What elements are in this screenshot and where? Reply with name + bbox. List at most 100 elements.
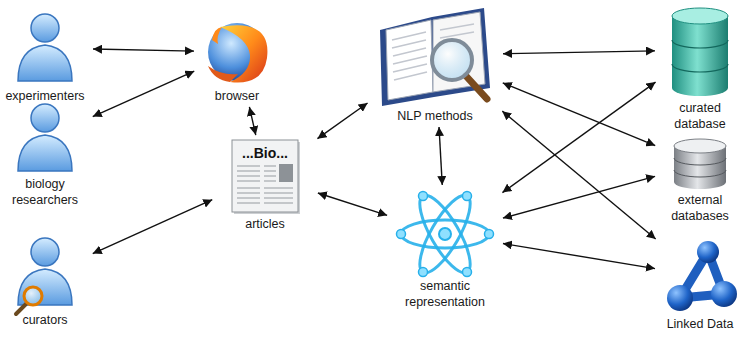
bidirectional-arrow [318,193,387,215]
icon-part [18,104,72,171]
icon-part [466,76,487,99]
representation-node: semantic representation [390,188,500,310]
icon-part [440,32,474,38]
bidirectional-arrow [502,82,655,192]
bidirectional-arrow [93,49,194,51]
icon-part [16,304,26,314]
icon-part [440,24,474,30]
icon-part [212,27,222,44]
icon-part [208,66,238,82]
node-label: Linked Data [658,316,742,332]
icon-part [394,72,427,80]
icon-part [393,48,426,56]
browser-node: browser [197,18,277,104]
icon-part [463,192,472,201]
icon-part [18,14,72,81]
icon-part [393,64,427,72]
icon-part [419,268,428,277]
icon-part [264,165,276,167]
user-node: experimenters [0,8,90,104]
curator-icon [16,238,72,314]
icon-part [237,202,260,204]
bidirectional-arrow [249,107,255,135]
icon-part [220,25,267,82]
icon-part [237,192,260,194]
icon-part [674,139,726,153]
icon-part [392,24,474,80]
icon-part [439,228,451,240]
icon-part [264,175,276,177]
icon-part [401,220,489,248]
icon-part [264,180,276,182]
bidirectional-arrow [317,103,367,139]
icon-part [672,8,728,24]
bidirectional-arrow [503,83,655,146]
icon-part [264,187,293,189]
icon-part [697,241,719,263]
bidirectional-arrow [503,51,655,54]
node-label: curators [0,312,90,328]
icon-part [279,164,293,182]
bidirectional-arrow [503,244,655,269]
icon-part [237,165,260,167]
nlp-book-icon [380,8,490,106]
icon-part [667,285,693,311]
icon-part [380,8,490,106]
database-node: curated database [658,6,742,132]
icon-text: ...Bio... [215,145,315,161]
icon-part [237,187,260,189]
icon-part [411,189,479,279]
method-node: NLP methods [370,4,500,124]
linked-data-node: Linked Data [658,238,742,332]
icon-part [237,175,260,177]
atom-icon [397,189,494,279]
icon-part [264,197,293,199]
icon-part [393,56,427,64]
node-label: external databases [658,192,742,224]
icon-part [674,158,726,177]
article-node: ...Bio... articles [215,138,315,232]
node-label: curated database [658,100,742,132]
bidirectional-arrow [93,200,213,254]
icon-part [264,202,293,204]
icon-part [392,40,426,48]
icon-part [672,40,728,72]
icon-part [386,20,433,100]
bidirectional-arrow [93,71,195,116]
database-node: external databases [658,136,742,224]
icon-part [485,230,494,239]
icon-part [264,170,276,172]
bidirectional-arrow [502,111,655,239]
icon-part [463,268,472,277]
icon-part [18,238,72,305]
node-label: biology researchers [0,176,90,208]
icon-part [432,40,472,80]
icon-part [237,170,260,172]
icon-part [264,192,293,194]
person-icon [18,14,72,81]
browser-icon [208,23,267,83]
icon-part [672,16,728,96]
icon-part [237,197,260,199]
icon-part [237,180,260,182]
icon-part [397,230,406,239]
database-cylinder [672,8,728,96]
bidirectional-arrow [503,176,655,218]
icon-part [711,281,737,307]
node-label: semantic representation [390,278,500,310]
node-label: articles [215,216,315,232]
node-label: NLP methods [370,108,500,124]
icon-part [419,192,428,201]
icon-part [24,287,42,305]
icon-part [411,189,479,279]
database-cylinder [674,139,726,189]
node-label: experimenters [0,88,90,104]
user-node: biology researchers [0,100,90,208]
icon-part [392,32,426,40]
linked-data-icon [667,241,737,311]
node-label: browser [197,88,277,104]
bidirectional-arrow [439,127,442,185]
user-node: curators [0,232,90,328]
